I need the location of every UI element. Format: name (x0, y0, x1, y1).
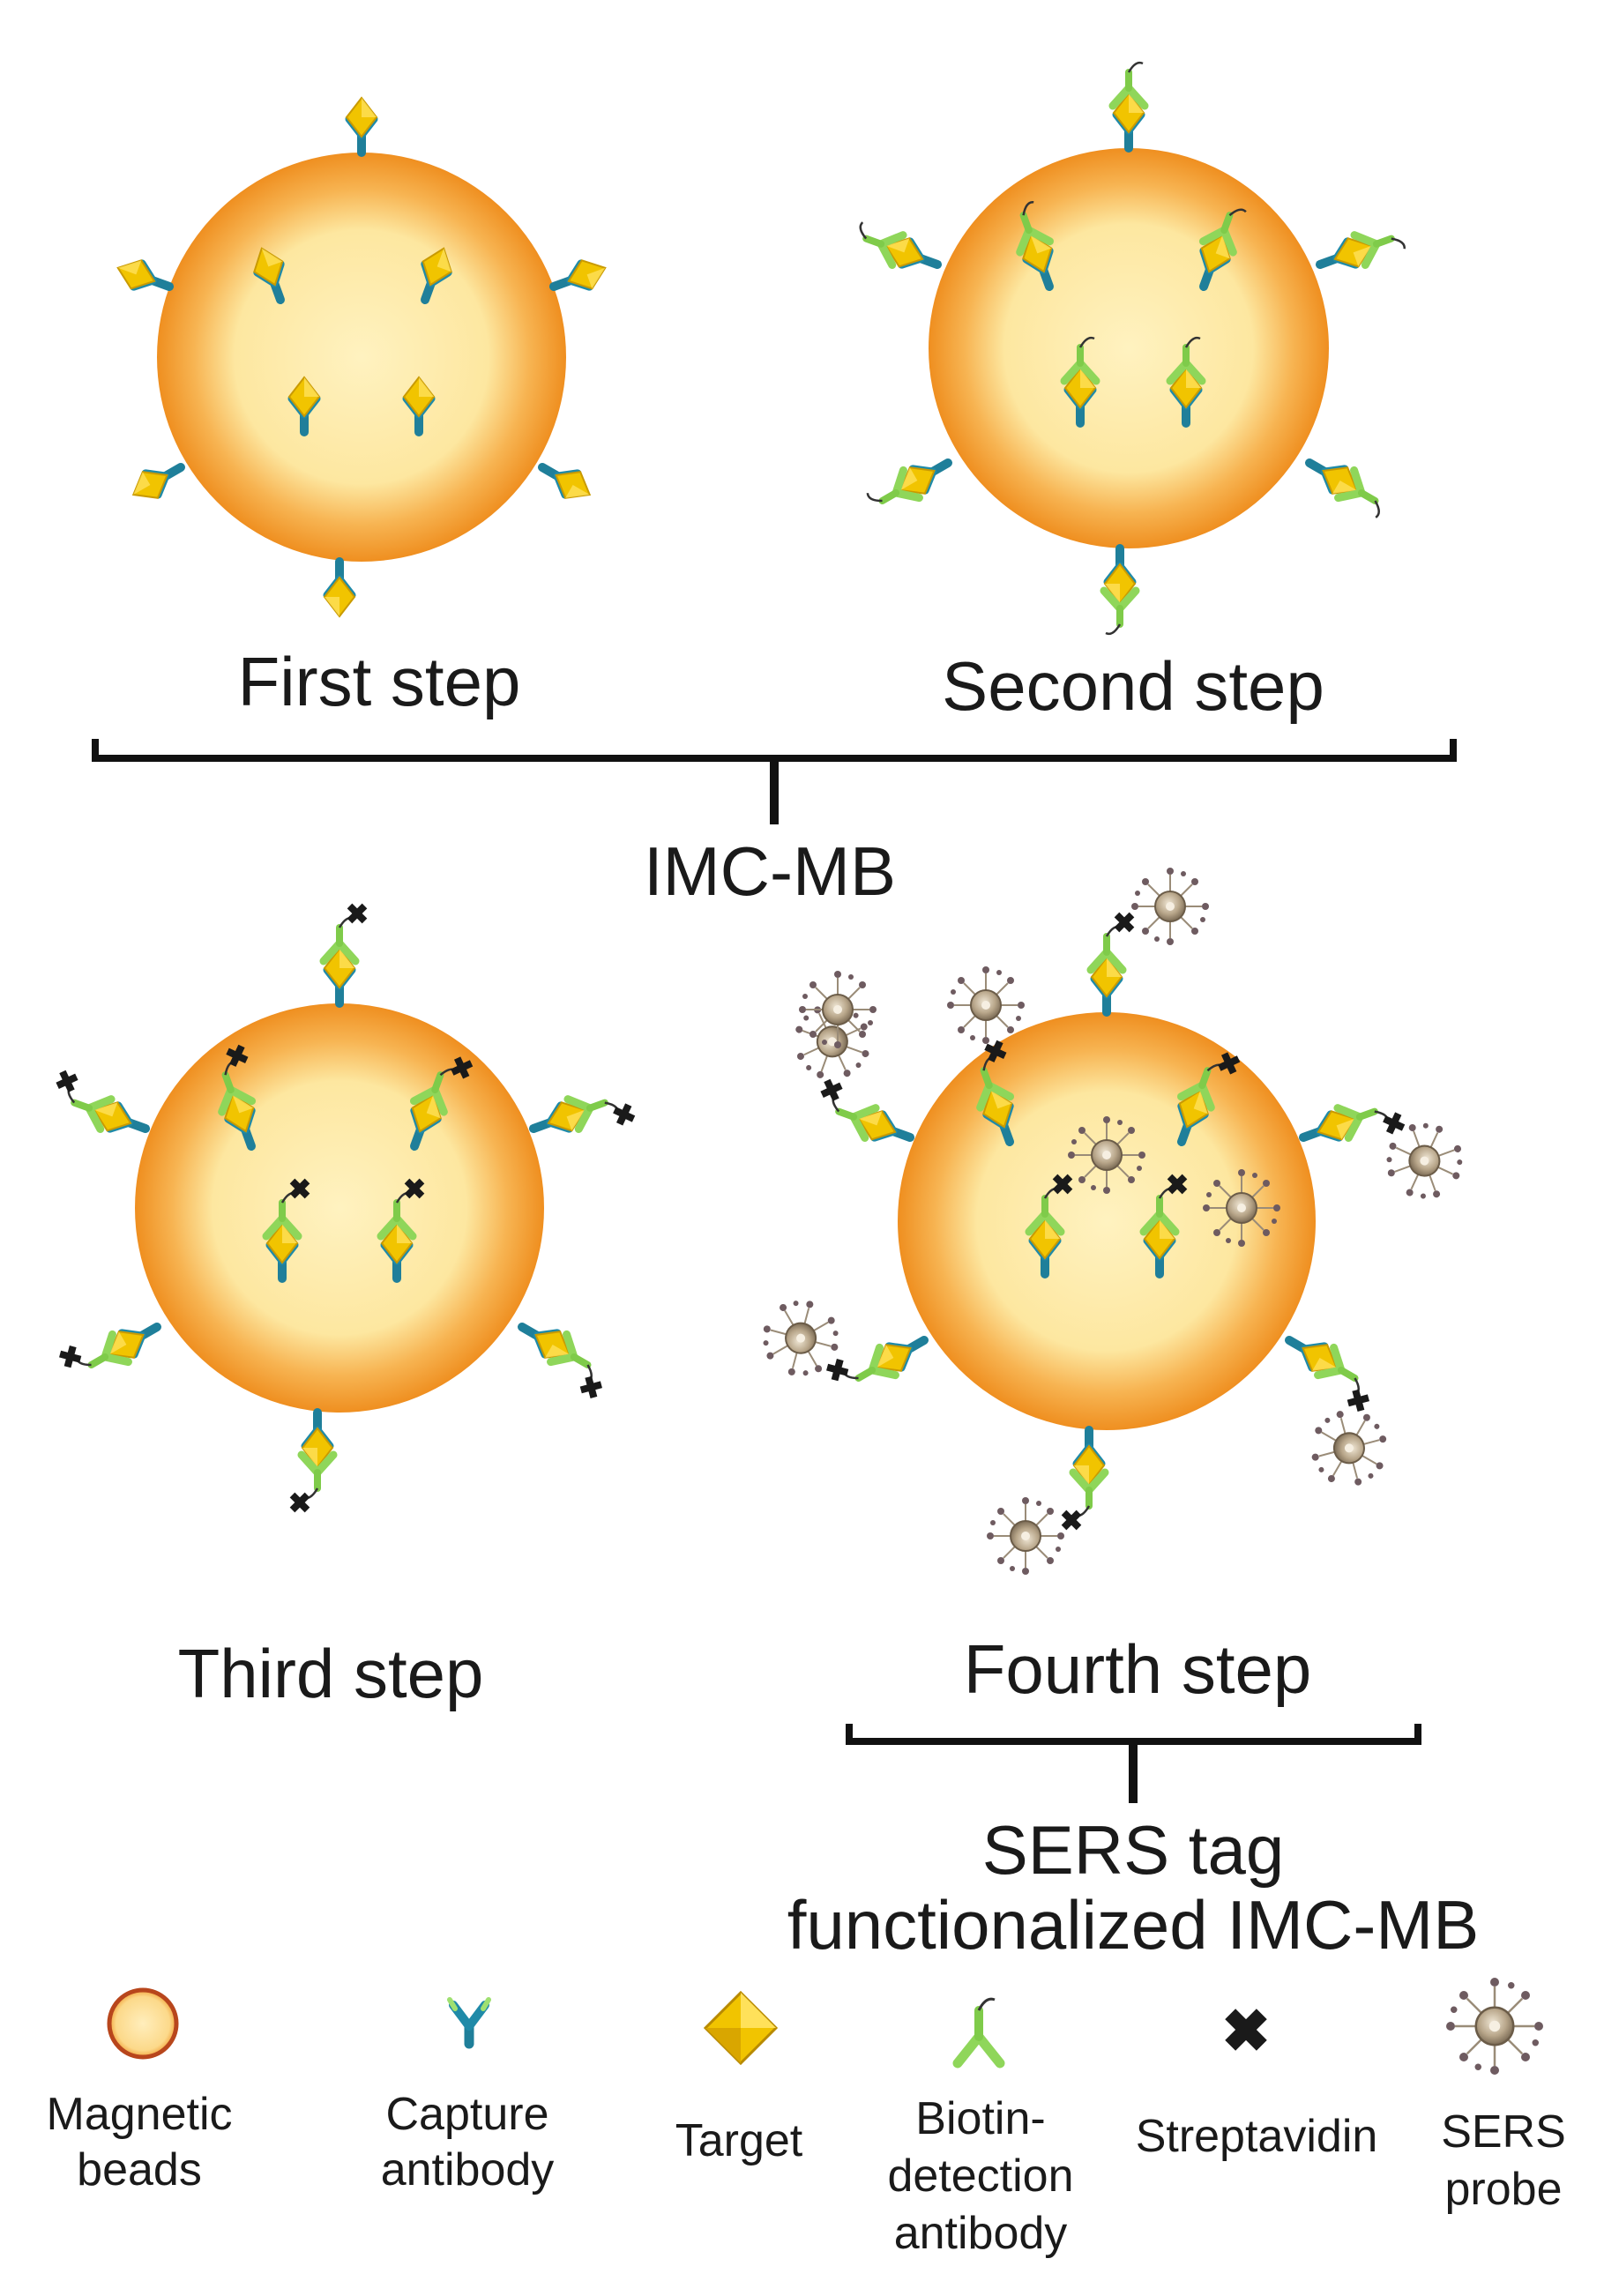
legend-target-label: Target (675, 2115, 803, 2166)
streptavidin-icon (1225, 2009, 1267, 2051)
legend-sers-probe: SERS probe (1441, 1976, 1566, 2215)
legend-magnetic-beads-line2: beads (77, 2144, 202, 2195)
legend-biotin-detection-antibody-line3: antibody (894, 2208, 1068, 2259)
legend-target: Target (675, 1990, 803, 2166)
sers-tag-bracket (846, 1724, 1421, 1803)
fourth-step-bead-assembly (748, 868, 1474, 1575)
first-step-label: First step (238, 643, 521, 720)
second-step-label: Second step (942, 647, 1324, 725)
first-step-bead-assembly (113, 98, 610, 616)
magnetic-bead (929, 148, 1329, 548)
third-step-bead-assembly (46, 904, 637, 1513)
magnetic-bead (135, 1003, 544, 1413)
third-step-label: Third step (178, 1635, 484, 1712)
second-step-bead-assembly (852, 63, 1406, 634)
legend-capture-antibody-line2: antibody (381, 2144, 555, 2195)
magnetic-bead (157, 153, 566, 562)
legend-magnetic-beads: Magnetic beads (47, 1987, 233, 2195)
legend-biotin-detection-antibody: Biotin- detection antibody (887, 1997, 1074, 2259)
biotin-detection-antibody-icon (952, 1997, 1005, 2069)
legend-capture-antibody-line1: Capture (386, 2089, 549, 2140)
imc-mb-label: IMC-MB (644, 832, 896, 910)
sers-probe-icon (1444, 1976, 1545, 2076)
sers-tag-label-line2: functionalized IMC-MB (787, 1886, 1480, 1964)
imc-mb-bracket (92, 739, 1457, 824)
legend: Magnetic beads Capture antibody Target (47, 1976, 1566, 2259)
fourth-step-label: Fourth step (964, 1630, 1312, 1708)
legend-sers-probe-line1: SERS (1441, 2106, 1566, 2158)
legend-streptavidin-label: Streptavidin (1136, 2111, 1378, 2162)
legend-sers-probe-line2: probe (1445, 2164, 1563, 2215)
legend-biotin-detection-antibody-line2: detection (887, 2151, 1073, 2202)
legend-capture-antibody: Capture antibody (381, 1997, 555, 2195)
target-icon (703, 1990, 779, 2066)
legend-streptavidin: Streptavidin (1136, 2009, 1378, 2162)
legend-magnetic-beads-line1: Magnetic (47, 2089, 233, 2140)
magnetic-bead (898, 1012, 1316, 1430)
capture-antibody-icon (447, 1997, 491, 2049)
legend-biotin-detection-antibody-line1: Biotin- (915, 2093, 1045, 2144)
sers-tag-label-line1: SERS tag (982, 1811, 1285, 1889)
magnetic-bead-icon (107, 1987, 179, 2060)
